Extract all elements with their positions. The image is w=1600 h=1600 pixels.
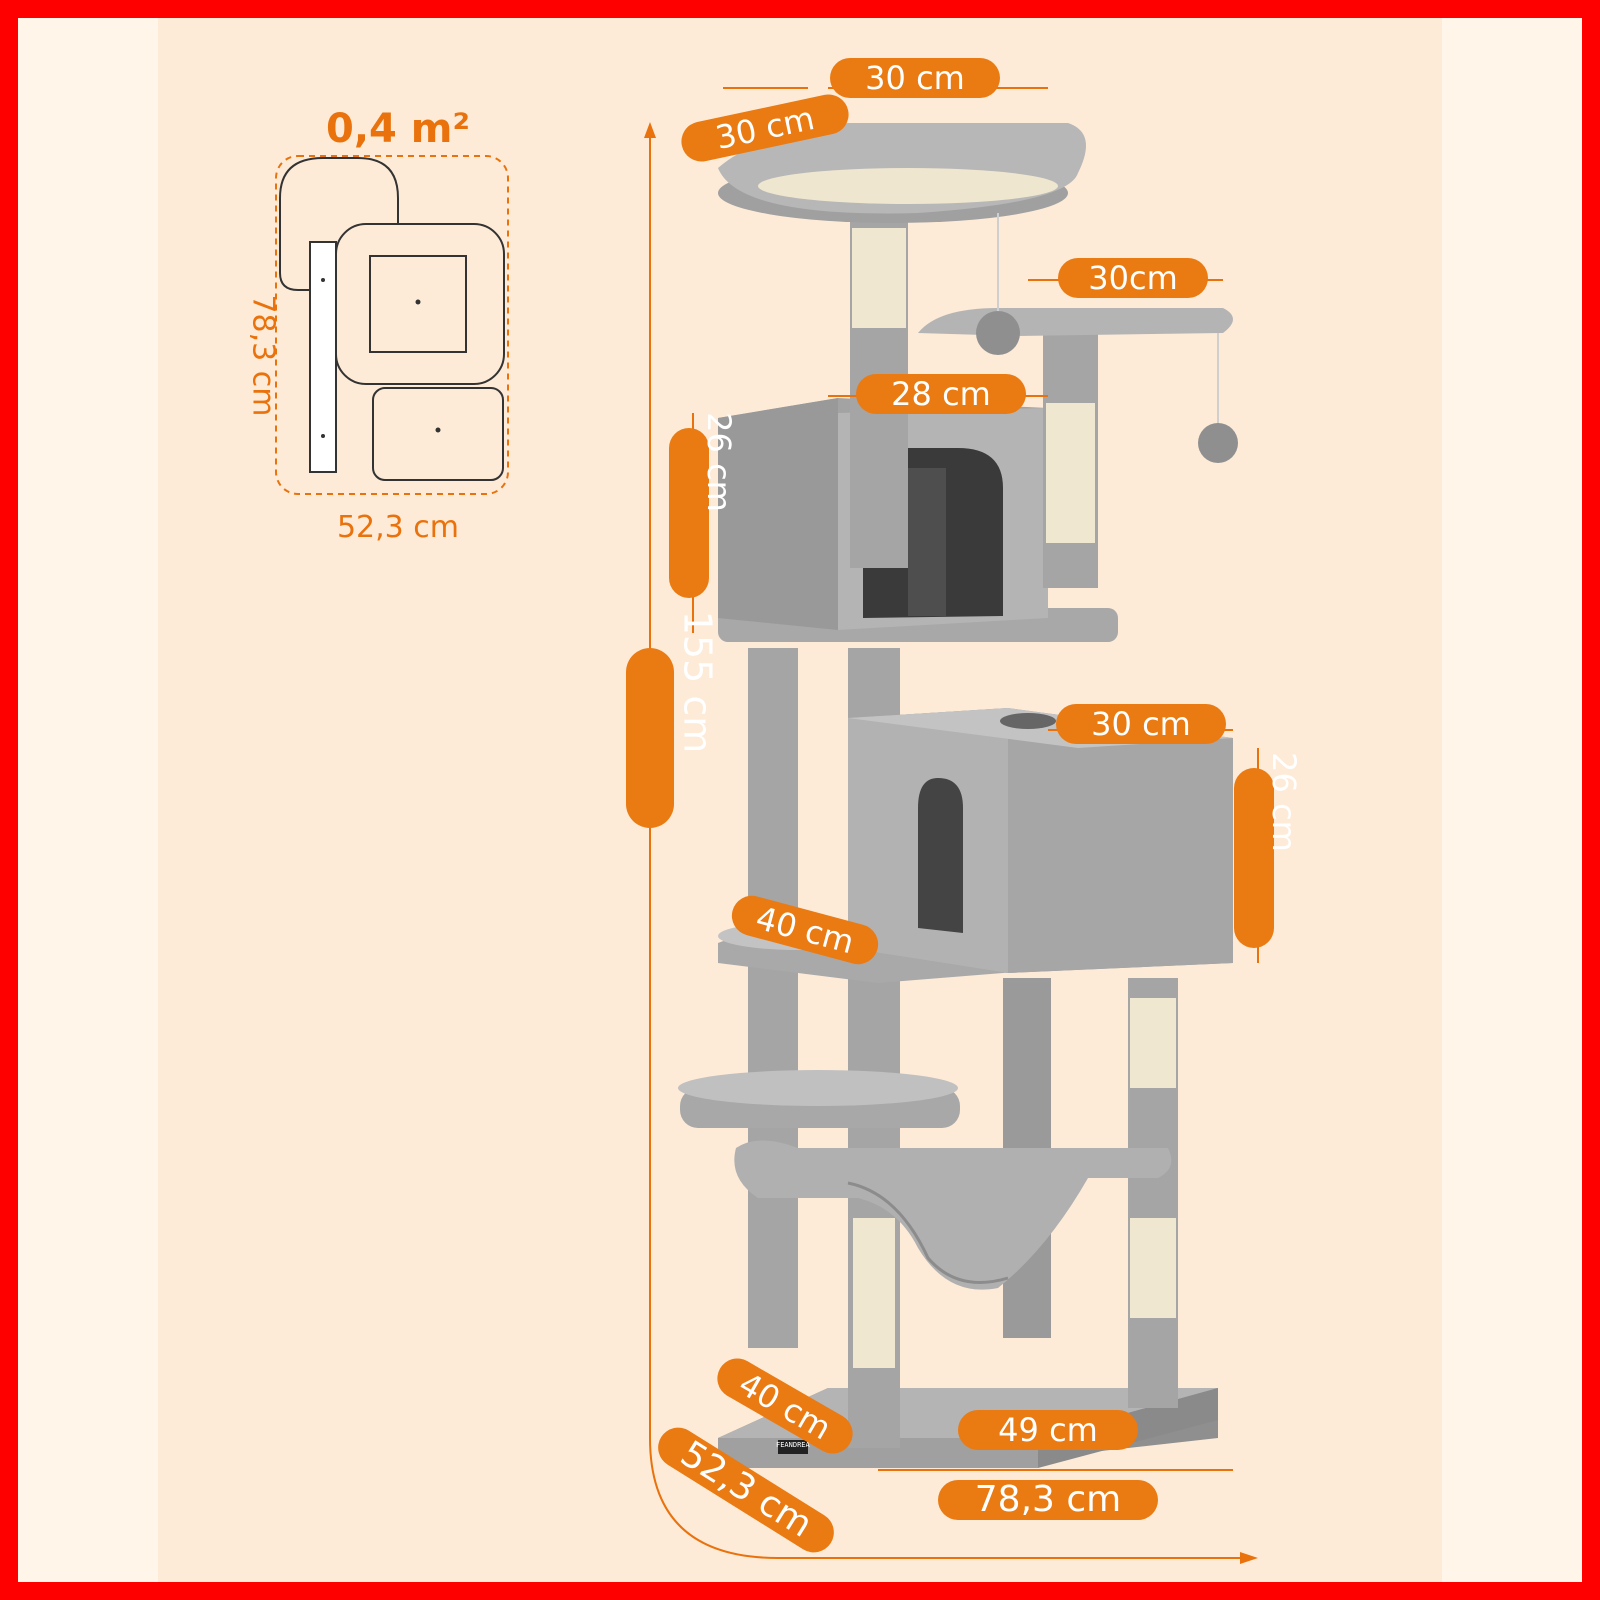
dim-upper-house-width: 28 cm	[856, 374, 1026, 414]
dim-overall-width: 78,3 cm	[938, 1480, 1158, 1520]
brand-tag-text: FEANDREA	[776, 1441, 810, 1449]
arrow-up-icon	[644, 122, 656, 138]
dim-right-platform: 30cm	[1058, 258, 1208, 298]
dim-base-width: 49 cm	[958, 1410, 1138, 1450]
pompom-toy-2	[1198, 423, 1238, 463]
dim-top-width: 30 cm	[830, 58, 1000, 98]
dim-lower-house-height: 26 cm	[1234, 752, 1303, 948]
footprint-diagram	[275, 155, 509, 495]
pompom-toy-1	[976, 311, 1020, 355]
footprint-area-label: 0,4 m²	[326, 106, 470, 152]
product-canvas: 0,4 m² 78,3 cm 52,3 cm	[18, 18, 1582, 1582]
dim-upper-house-height: 26 cm	[669, 412, 738, 598]
brand-tag	[778, 1440, 808, 1454]
arrow-right-icon	[1240, 1552, 1258, 1564]
dim-lower-house-width: 30 cm	[1056, 704, 1226, 744]
cat-tree-illustration	[644, 87, 1259, 1564]
footprint-width-label: 52,3 cm	[336, 510, 460, 545]
dim-total-height: 155 cm	[626, 611, 719, 828]
